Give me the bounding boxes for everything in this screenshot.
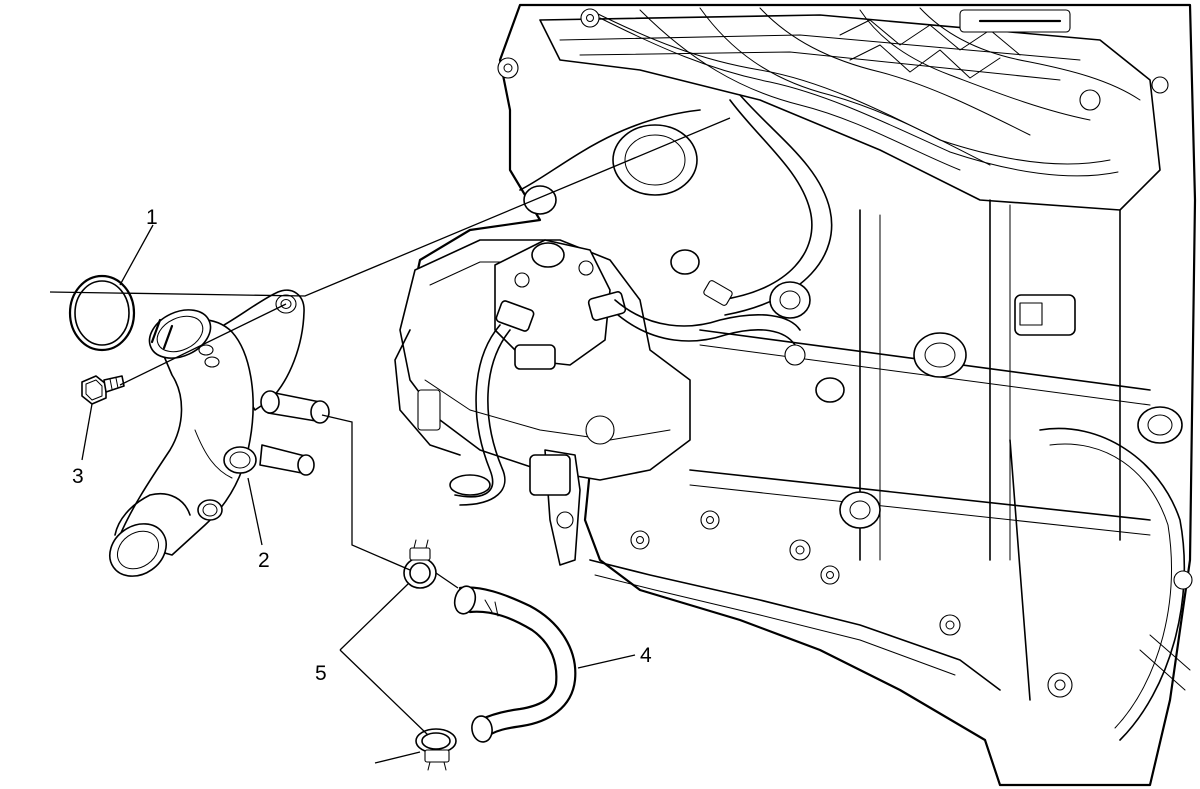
alignment-lines	[49, 117, 731, 764]
callout-1: 1	[146, 206, 158, 229]
coolant-hose	[453, 585, 577, 743]
callout-5: 5	[315, 662, 327, 685]
o-ring-seal	[68, 274, 136, 352]
callout-4: 4	[640, 644, 652, 667]
bolt	[81, 375, 125, 405]
callout-3: 3	[72, 465, 84, 488]
callouts: 1 2 3 4 5	[72, 206, 652, 685]
coolant-inlet-housing	[109, 289, 330, 577]
fuel-pump-assembly	[394, 239, 806, 566]
hose-clamp-upper	[403, 539, 437, 589]
callout-leaders	[81, 224, 636, 736]
callout-2: 2	[258, 549, 270, 572]
hose-clamp-lower	[415, 728, 457, 771]
engine-block	[403, 3, 1197, 787]
